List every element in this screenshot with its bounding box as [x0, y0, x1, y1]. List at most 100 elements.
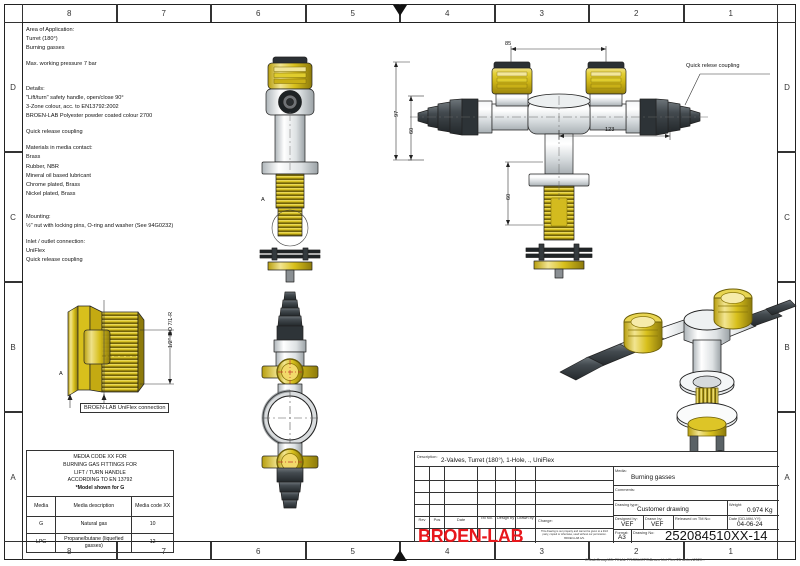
media-title-line-4: ACCORDING TO EN 13792	[67, 477, 133, 484]
spec-inlet-line-1: UniFlex	[26, 247, 45, 254]
spec-materials-heading: Materials in media contact:	[26, 145, 93, 152]
description-value: 2-Valves, Turret (180°), 1-Hole, ., UniF…	[441, 457, 555, 464]
weight-value: 0.974 Kg	[747, 507, 773, 514]
spec-details-heading: Details:	[26, 86, 45, 93]
dimension-label-123: 123	[605, 127, 615, 133]
brand-logo: BROEN-LAB	[418, 526, 524, 546]
dimension-label-60-upper: 60	[409, 127, 415, 134]
tb-rule-1	[415, 466, 779, 467]
detail-marker-a-left: A	[59, 371, 63, 377]
specification-text-block: Area of Application: Turret (180°) Burni…	[26, 26, 336, 265]
zone-left-A: A	[4, 412, 22, 542]
tb-brand-rule	[415, 528, 613, 529]
tb-drawnby-sep	[643, 515, 644, 529]
zone-top-1: 1	[683, 4, 778, 22]
zone-bottom-2: 2	[589, 542, 684, 560]
spec-mounting-line: ½" nut with locking pins, O-ring and was…	[26, 222, 174, 229]
dimension-label-60-stem: 60	[506, 193, 512, 200]
zone-left-B: B	[4, 282, 22, 412]
tb-col-2	[444, 466, 445, 542]
zone-right-A: A	[778, 412, 796, 542]
center-marker-top-icon	[393, 5, 407, 16]
dimension-label-85: 85	[505, 41, 512, 47]
spec-detail-1: "Lift/turn" safety handle, open/close 90…	[26, 95, 124, 102]
tb-col-4	[495, 466, 496, 542]
zone-right-C: C	[778, 152, 796, 282]
media-value: Burning gasses	[631, 474, 676, 481]
spec-detail-3: BROEN-LAB Polyester powder coated colour…	[26, 113, 153, 120]
drawn-by-caption: Drawn by:	[645, 516, 663, 521]
zone-top-2: 2	[589, 4, 684, 22]
tb-rev-rule-4	[415, 516, 613, 517]
spec-area-line-1: Turret (180°)	[26, 36, 58, 43]
zone-bottom-5: 5	[305, 542, 400, 560]
spec-area-heading: Area of Application:	[26, 27, 75, 33]
tb-right-rule-3	[613, 515, 779, 516]
rev-header-rev: Rev	[418, 517, 426, 522]
media-row-0-media: G	[25, 515, 57, 534]
media-row-1-description: Propane/butane (liquefied gasses)	[55, 532, 133, 553]
spec-area-line-2: Burning gasses	[26, 45, 65, 52]
spec-mounting-heading: Mounting:	[26, 213, 51, 220]
spec-detail-2: 3-Zone colour, acc. to EN13792:2002	[26, 104, 119, 111]
zone-bottom-1: 1	[683, 542, 778, 560]
media-caption: Media:	[615, 468, 627, 473]
spec-material-1: Brass	[26, 154, 41, 161]
zone-bottom-6: 6	[211, 542, 306, 560]
file-path-footer: C:\LabGroup\03. FINAL PRODUCTS\Broen Uni…	[585, 557, 706, 562]
media-title-line-3: LIFT / TURN HANDLE	[74, 469, 126, 476]
title-block: Description: 2-Valves, Turret (180°), 1-…	[414, 451, 779, 546]
tb-released-sep	[673, 515, 674, 529]
date-caption: Date [DD-MM-YY]:	[729, 516, 762, 521]
rev-header-drawn-by: Drawn by	[517, 515, 534, 520]
media-table-title: MEDIA CODE XX FOR BURNING GAS FITTINGS F…	[26, 450, 174, 497]
tb-col-3	[477, 466, 478, 542]
tb-format-sep	[631, 529, 632, 543]
zone-top-3: 3	[494, 4, 589, 22]
media-title-line-5: *Model shown for G	[75, 485, 125, 492]
media-header-media: Media	[25, 495, 57, 517]
drawing-no-caption: Drawing No:	[633, 530, 655, 535]
media-row-1-media: LPG	[25, 532, 57, 553]
weight-caption: Weight:	[729, 502, 743, 507]
media-header-description: Media description	[55, 495, 133, 517]
tb-weight-sep	[727, 500, 728, 515]
dimension-label-97: 97	[394, 110, 400, 117]
tb-col-1	[429, 466, 430, 542]
tb-right-sep	[613, 466, 614, 543]
drawing-number-value: 252084510XX-14	[665, 528, 768, 543]
spec-pressure: Max. working pressure 7 bar	[26, 61, 97, 68]
spec-material-4: Chrome plated, Brass	[26, 181, 81, 188]
spec-material-2: Rubber, NBR	[26, 163, 59, 170]
media-title-line-1: MEDIA CODE XX FOR	[73, 454, 127, 460]
change-caption: Change:	[538, 518, 553, 523]
media-row-0-code: 10	[131, 515, 174, 534]
zone-right-D: D	[778, 22, 796, 152]
rev-header-design-by: Design by	[496, 515, 515, 520]
description-caption: Description:	[417, 454, 438, 459]
media-table-row: LPG Propane/butane (liquefied gasses) 12	[25, 532, 174, 553]
zone-bottom-3: 3	[494, 542, 589, 560]
media-code-table: MEDIA CODE XX FOR BURNING GAS FITTINGS F…	[25, 450, 174, 553]
designed-by-value: VEF	[621, 521, 634, 528]
format-value: A3	[618, 534, 626, 541]
annotation-thread-spec: 1/2" ISO 7/1-R	[168, 311, 174, 348]
center-marker-bottom-icon	[393, 550, 407, 561]
rev-header-date: Date	[456, 517, 466, 522]
tb-col-5	[515, 466, 516, 542]
tb-rev-rule-1	[415, 480, 613, 481]
tb-date-sep	[727, 515, 728, 529]
spec-coupling: Quick release coupling	[26, 129, 83, 136]
rev-header-pos: Pos	[433, 517, 441, 522]
zone-top-5: 5	[305, 4, 400, 22]
tb-col-6	[535, 466, 536, 542]
designed-by-caption: Designed by:	[615, 516, 638, 521]
format-caption: Format:	[615, 530, 629, 535]
zone-bottom-4: 4	[400, 542, 495, 560]
media-row-0-description: Natural gas	[55, 515, 133, 534]
annotation-quick-release-coupling: Quick relese coupling	[686, 63, 740, 69]
annotation-uniflex-connection: BROEN-LAB UniFlex connection	[80, 403, 170, 413]
zone-top-8: 8	[22, 4, 117, 22]
sheet-inner-frame	[22, 22, 778, 542]
